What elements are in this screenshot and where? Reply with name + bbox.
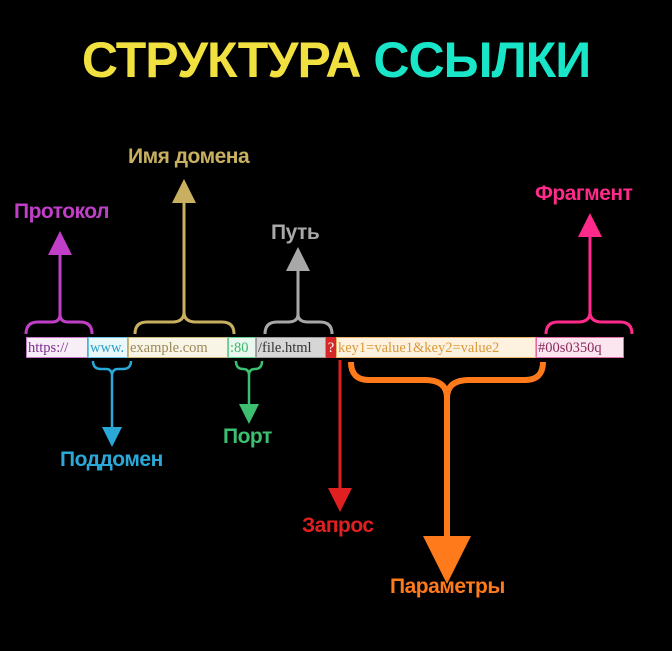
title-part-2: ССЫЛКИ — [373, 32, 591, 88]
url-path: /file.html — [256, 337, 326, 358]
path-bracket — [263, 247, 334, 335]
url-params: key1=value1&key2=value2 — [336, 337, 536, 358]
label-fragment: Фрагмент — [535, 182, 633, 205]
subdomain-bracket — [91, 360, 133, 447]
label-params: Параметры — [390, 575, 505, 598]
url-domain: example.com — [128, 337, 228, 358]
label-subdomain: Поддомен — [60, 448, 163, 471]
url-subdomain: www. — [88, 337, 128, 358]
page-title: СТРУКТУРА ССЫЛКИ — [0, 30, 672, 90]
url-fragment: #00s0350q — [536, 337, 624, 358]
label-port: Порт — [223, 425, 272, 448]
protocol-bracket — [24, 231, 94, 335]
fragment-bracket — [544, 213, 634, 335]
domain-bracket — [133, 179, 236, 335]
url-string: https:// www. example.com :80 /file.html… — [26, 336, 624, 359]
label-path: Путь — [271, 221, 320, 244]
url-port: :80 — [228, 337, 256, 358]
title-part-1: СТРУКТУРА — [81, 32, 362, 88]
params-bracket — [348, 361, 546, 584]
label-query: Запрос — [302, 514, 374, 537]
label-protocol: Протокол — [14, 200, 109, 223]
port-bracket — [234, 360, 264, 424]
url-query-mark: ? — [326, 337, 336, 358]
label-domain: Имя домена — [128, 145, 250, 168]
url-protocol: https:// — [26, 337, 88, 358]
